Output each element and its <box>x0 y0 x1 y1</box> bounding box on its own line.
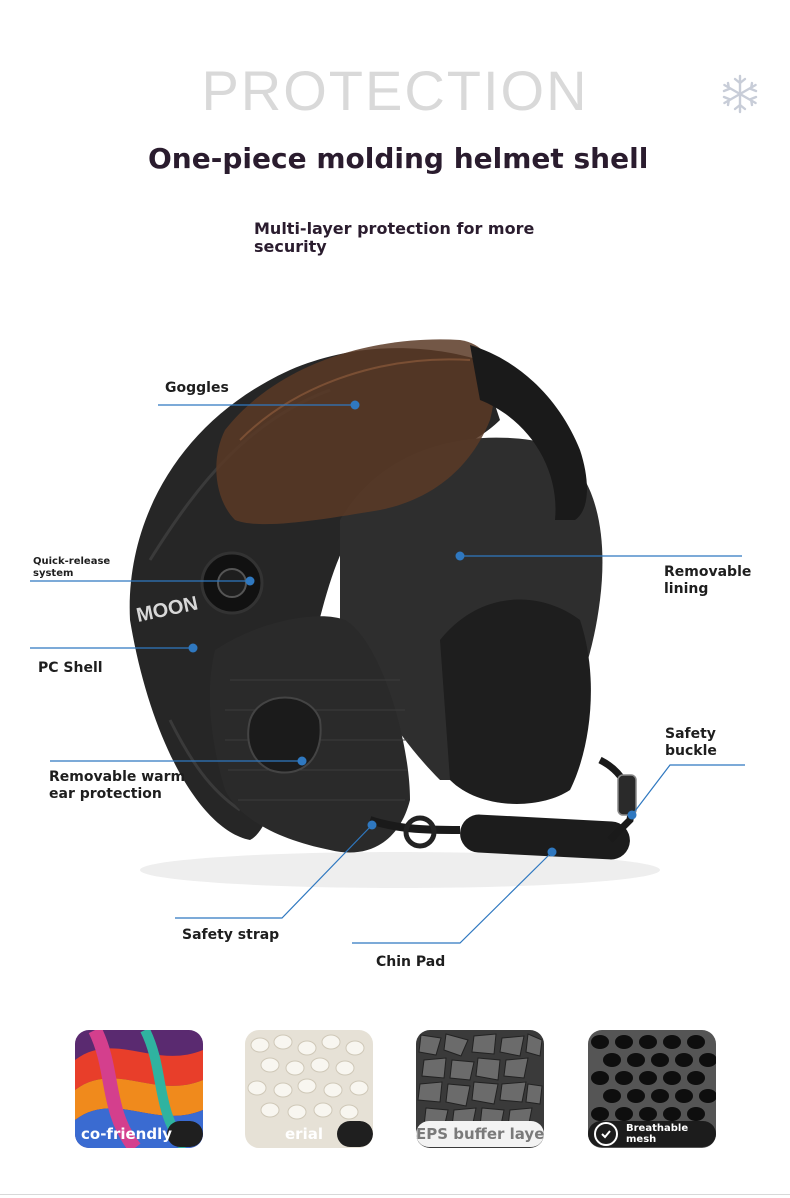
subtitle: One-piece molding helmet shell <box>148 142 649 175</box>
label-chin-pad: Chin Pad <box>376 954 446 970</box>
description: Multi-layer protection for more security <box>254 219 535 256</box>
checkmark-icon <box>594 1122 618 1146</box>
label-goggles: Goggles <box>165 380 229 396</box>
visor <box>216 339 495 525</box>
material-label-mesh: Breathable mesh <box>588 1121 716 1147</box>
white-pellets-icon <box>245 1030 373 1148</box>
right-ear-pad <box>440 599 591 804</box>
label-safety-buckle: Safety buckle <box>665 726 717 759</box>
material-label-eps: EPS buffer layer <box>416 1121 544 1147</box>
label-lining: Removable lining <box>664 564 752 597</box>
snowflake-icon <box>720 74 760 114</box>
material-label-material: erial <box>245 1121 373 1147</box>
label-quick-release: Quick-release system <box>33 556 111 579</box>
section-heading: PROTECTION <box>201 59 589 122</box>
label-ear-protection: Removable warm ear protection <box>49 769 186 802</box>
safety-buckle <box>617 774 637 816</box>
label-pc-shell: PC Shell <box>38 660 103 676</box>
material-label-eco: co-friendly <box>75 1121 203 1147</box>
material-tile-pellets <box>245 1030 373 1148</box>
bottom-divider <box>0 1194 790 1195</box>
chin-pad <box>460 814 630 860</box>
helmet-illustration: MOON <box>129 339 660 888</box>
label-safety-strap: Safety strap <box>182 927 280 943</box>
